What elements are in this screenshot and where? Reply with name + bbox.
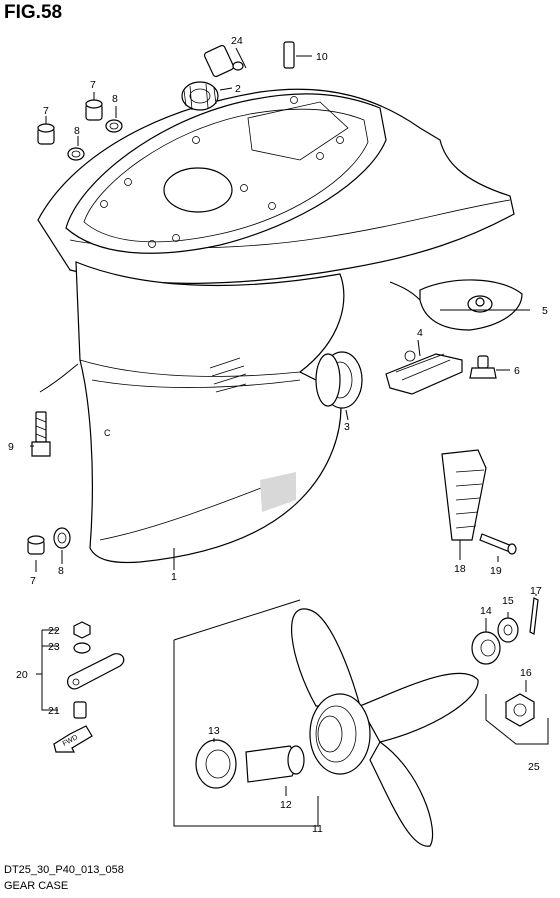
callout-7-left: 7 [43, 105, 49, 117]
callout-1: 1 [171, 571, 177, 583]
callout-8-upper: 8 [112, 93, 118, 105]
callout-labels: 24 10 2 7 7 8 8 5 4 6 3 9 7 8 1 18 19 17… [8, 35, 548, 835]
callout-18: 18 [454, 563, 466, 575]
callout-4: 4 [417, 327, 423, 339]
callout-12: 12 [280, 799, 292, 811]
water-strainer[interactable] [441, 449, 487, 541]
oil-plug-lower[interactable] [27, 535, 45, 555]
callout-16: 16 [520, 667, 532, 679]
dowel-pin[interactable] [203, 44, 244, 78]
callout-19: 19 [490, 565, 502, 577]
callout-20: 20 [16, 669, 28, 681]
callout-22: 22 [48, 625, 60, 637]
callout-2: 2 [235, 83, 241, 95]
cotter-pin[interactable] [529, 597, 539, 635]
callout-6: 6 [514, 365, 520, 377]
callout-5: 5 [542, 305, 548, 317]
spacer[interactable] [471, 631, 501, 665]
gasket-left[interactable] [67, 147, 85, 161]
callout-24: 24 [231, 35, 243, 47]
washer-small[interactable] [73, 642, 91, 654]
figure-title: FIG.58 [4, 2, 63, 23]
drawing-caption: GEAR CASE [4, 880, 69, 892]
callout-8-left: 8 [74, 125, 80, 137]
tab-screw[interactable] [73, 701, 87, 719]
anode-bolt[interactable] [469, 355, 497, 379]
bearing[interactable] [315, 351, 363, 409]
callout-11: 11 [312, 823, 323, 835]
forward-arrow: FWD [53, 725, 93, 753]
callout-15: 15 [502, 595, 514, 607]
callout-25: 25 [528, 761, 540, 773]
gear-case-housing[interactable]: C [37, 88, 515, 564]
leader-lines [30, 47, 549, 827]
callout-17: 17 [530, 585, 542, 597]
callout-13: 13 [208, 725, 220, 737]
oil-plug-left[interactable] [37, 123, 55, 145]
callout-7-upper: 7 [90, 79, 96, 91]
propeller-nut[interactable] [505, 693, 535, 727]
strainer-screw[interactable] [479, 533, 517, 555]
gasket-upper[interactable] [105, 119, 123, 133]
gasket-lower[interactable] [53, 527, 71, 549]
washer[interactable] [497, 617, 519, 643]
needle-bearing[interactable] [181, 81, 219, 111]
propeller[interactable] [291, 608, 479, 847]
trim-tab[interactable] [419, 279, 523, 331]
thrust-hub-seal[interactable] [195, 739, 237, 789]
bushing[interactable] [245, 745, 305, 783]
pin[interactable] [283, 41, 295, 69]
callout-10: 10 [316, 51, 328, 63]
callout-14: 14 [480, 605, 492, 617]
oil-plug-upper[interactable] [85, 99, 103, 121]
callout-8-lower: 8 [58, 565, 64, 577]
callout-21: 21 [48, 705, 60, 717]
drawing-code: DT25_30_P40_013_058 [4, 864, 124, 876]
nut-small[interactable] [73, 621, 91, 639]
tab-plate[interactable] [66, 653, 125, 690]
callout-23: 23 [48, 641, 60, 653]
callout-7-lower: 7 [30, 575, 36, 587]
callout-9: 9 [8, 441, 14, 453]
svg-text:C: C [104, 428, 111, 438]
anode[interactable] [385, 350, 463, 395]
gear-case-bolt[interactable] [31, 411, 51, 457]
callout-3: 3 [344, 421, 350, 433]
